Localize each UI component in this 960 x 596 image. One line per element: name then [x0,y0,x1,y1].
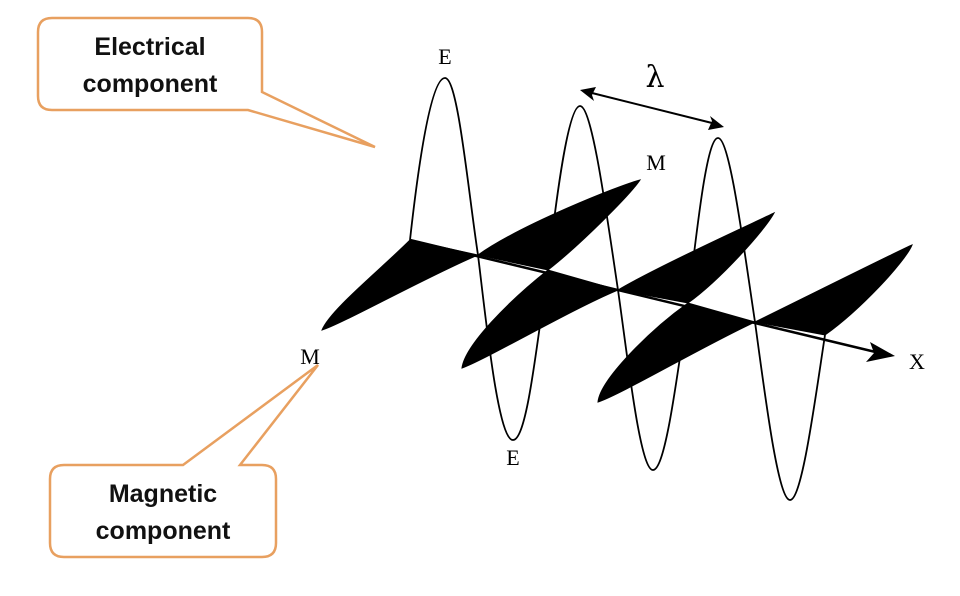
wavelength-label: λ [645,60,664,95]
x-axis-label: X [909,349,925,374]
electric-wave [409,77,826,501]
e-bottom-label: E [506,445,519,470]
x-axis [409,238,895,362]
magnetic-lobe-6-front [753,244,913,336]
wavelength-line [591,92,713,124]
magnetic-lobe-2-front [476,179,642,271]
x-axis-arrowhead [866,342,895,362]
magnetic-callout-line1: Magnetic [109,480,217,508]
m-right-label: M [646,150,666,175]
electrical-callout-bubble [36,16,376,149]
wavelength-marker: λ [580,60,724,130]
magnetic-lobe-1-back [321,239,480,331]
electrical-callout-line2: component [83,70,218,98]
x-axis-line [409,238,889,357]
magnetic-lobe-5-back [597,302,757,403]
wavelength-arrowhead-right [708,116,724,130]
electrical-callout: Electrical component [36,16,376,149]
wavelength-arrowhead-left [580,87,596,101]
magnetic-callout: Magnetic component [48,363,319,559]
magnetic-lobe-4-front [616,211,776,304]
e-top-label: E [438,44,451,69]
m-left-label: M [300,344,320,369]
magnetic-callout-line2: component [96,517,231,545]
magnetic-wave [321,179,913,403]
electrical-callout-line1: Electrical [94,33,205,61]
magnetic-callout-bubble [48,363,319,559]
